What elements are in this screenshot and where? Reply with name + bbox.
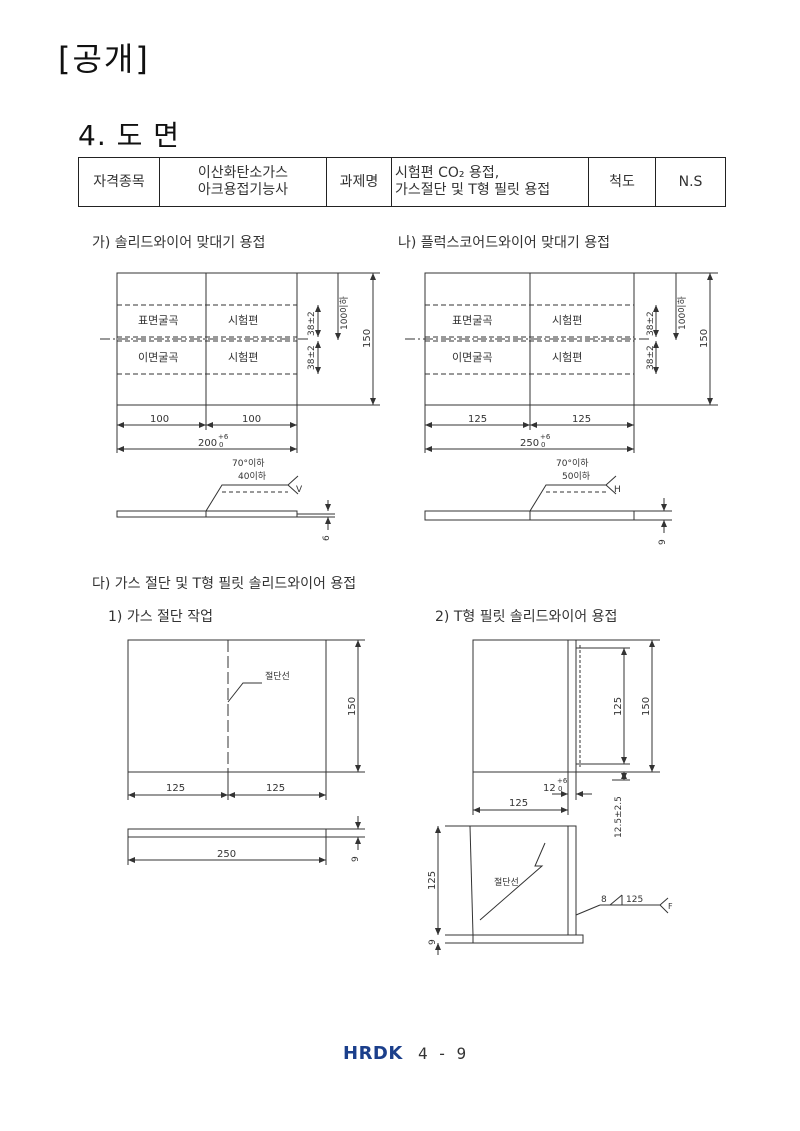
tfillet-top-plate [472, 639, 577, 773]
ga-weld-depth: 40이하 [238, 471, 267, 482]
cut-dim-left: 125 [166, 783, 185, 794]
cut-dim-right: 125 [266, 783, 285, 794]
ga-dim-38-top: 38±2 [307, 311, 317, 336]
ga-dim-total: 200 [198, 438, 217, 449]
caption-da: 다) 가스 절단 및 T형 필릿 솔리드와이어 용접 [92, 576, 357, 592]
na-dim-total-tol-plus: +6 [540, 433, 551, 441]
drawing-ga [100, 272, 380, 530]
ga-dim-right: 100 [242, 414, 261, 425]
ga-surface-label: 표면굴곡 [138, 314, 178, 327]
qualification-line1: 이산화탄소가스 [197, 165, 289, 181]
page-number: 4 - 9 [418, 1044, 467, 1063]
qualification-label: 자격종목 [78, 157, 160, 207]
cut-dim-150: 150 [347, 697, 358, 716]
task-line1: 시험편 CO₂ 용접, [395, 165, 500, 181]
na-dim-total-tol-zero: 0 [541, 441, 545, 449]
na-dim-100-below: 100이하 [677, 296, 688, 330]
drawing-tfillet-labels: 125 150 12 +6 0 125 12.5±2.5 절단선 125 9 8… [427, 697, 673, 945]
na-dim-38-top: 38±2 [646, 311, 656, 336]
ga-dim-total-tol-plus: +6 [218, 433, 229, 441]
ga-weld-angle: 70°이하 [232, 458, 265, 469]
cut-dim-total: 250 [217, 849, 236, 860]
drawing-na-labels: 표면굴곡 시험편 이면굴곡 시험편 38±2 38±2 100이하 150 12… [452, 296, 710, 545]
ga-specimen-bottom: 시험편 [228, 351, 258, 364]
cut-plate-outline [127, 639, 327, 773]
ga-weld-symbol: V [296, 485, 303, 495]
na-specimen-top: 시험편 [552, 314, 582, 327]
drawing-cut [127, 639, 365, 865]
scale-value: N.S [655, 157, 726, 207]
na-dim-left: 125 [468, 414, 487, 425]
plate-outline-ga [116, 272, 298, 406]
hrdk-logo: HRDK [343, 1043, 403, 1064]
drawing-tfillet [435, 639, 669, 955]
na-dim-right: 125 [572, 414, 591, 425]
caption-da2: 2) T형 필릿 솔리드와이어 용접 [435, 609, 618, 625]
caption-ga: 가) 솔리드와이어 맞대기 용접 [92, 235, 266, 251]
ga-dim-total-tol-zero: 0 [219, 441, 223, 449]
ga-dim-left: 100 [150, 414, 169, 425]
task-line2: 가스절단 및 T형 필릿 용접 [395, 182, 551, 198]
section-title: 4. 도 면 [78, 119, 181, 152]
tfillet-cut-line-label: 절단선 [494, 876, 519, 888]
na-back-label: 이면굴곡 [452, 351, 492, 364]
drawing-cut-labels: 절단선 150 125 125 250 9 [166, 670, 361, 862]
scale-label: 척도 [588, 157, 656, 207]
caption-na: 나) 플럭스코어드와이어 맞대기 용접 [398, 235, 611, 251]
na-dim-38-bottom: 38±2 [646, 345, 656, 370]
drawing-na [405, 272, 718, 533]
tfillet-dim-125-side: 125 [427, 871, 438, 890]
na-weld-symbol: H [614, 485, 621, 495]
ga-dim-100-below: 100이하 [339, 296, 350, 330]
qualification-line2: 아크용접기능사 [197, 182, 289, 198]
na-weld-depth: 50이하 [562, 471, 591, 482]
tfillet-thickness: 9 [428, 939, 438, 945]
caption-da1: 1) 가스 절단 작업 [108, 609, 213, 625]
na-thickness: 9 [658, 539, 668, 545]
exam-info-table: 자격종목 이산화탄소가스 아크용접기능사 과제명 시험편 CO₂ 용접, 가스절… [78, 157, 726, 207]
tfillet-dim-12-tol-zero: 0 [558, 785, 562, 793]
drawing-ga-labels: 표면굴곡 시험편 이면굴곡 시험편 38±2 38±2 100이하 150 10… [138, 296, 373, 541]
task-label: 과제명 [326, 157, 392, 207]
na-surface-label: 표면굴곡 [452, 314, 492, 327]
cut-line-label: 절단선 [265, 670, 290, 682]
tfillet-dim-125-bottom: 125 [509, 798, 528, 809]
na-specimen-bottom: 시험편 [552, 351, 582, 364]
tfillet-weld-length: 125 [626, 895, 643, 905]
disclosure-tag: [공개] [58, 40, 150, 78]
ga-thickness: 6 [322, 535, 332, 541]
tfillet-dim-12: 12 [543, 783, 556, 794]
tfillet-weld-leg: 8 [601, 895, 607, 905]
tfillet-dim-150: 150 [641, 697, 652, 716]
na-dim-total: 250 [520, 438, 539, 449]
tfillet-dim-12-5: 12.5±2.5 [614, 796, 624, 838]
cut-thickness: 9 [351, 856, 361, 862]
na-weld-angle: 70°이하 [556, 458, 589, 469]
tfillet-weld-code: F [668, 902, 673, 911]
ga-dim-38-bottom: 38±2 [307, 345, 317, 370]
task-value: 시험편 CO₂ 용접, 가스절단 및 T형 필릿 용접 [391, 157, 589, 207]
ga-back-label: 이면굴곡 [138, 351, 178, 364]
ga-dim-150: 150 [362, 329, 373, 348]
tfillet-dim-12-tol-plus: +6 [557, 777, 568, 785]
tfillet-dim-125-inner: 125 [613, 697, 624, 716]
na-dim-150: 150 [699, 329, 710, 348]
ga-specimen-top: 시험편 [228, 314, 258, 327]
